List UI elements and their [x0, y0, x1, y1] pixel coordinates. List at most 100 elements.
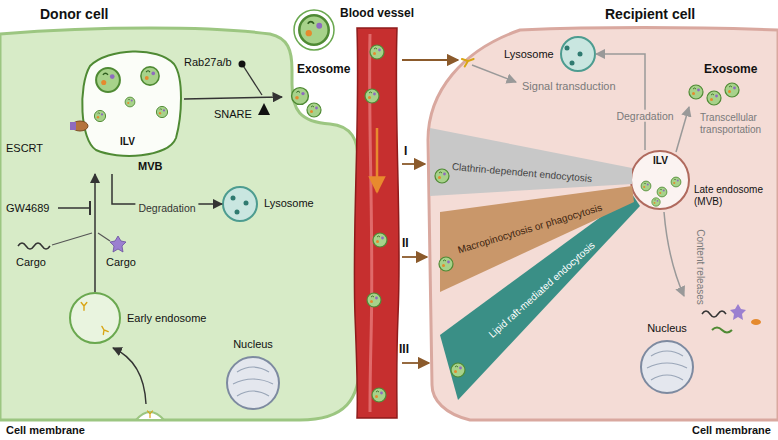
nucleus-circle-outline — [227, 357, 279, 409]
blood-vessel-outline — [354, 28, 399, 418]
endosome-receptors — [81, 303, 108, 335]
node-label: Donor cell — [40, 6, 108, 23]
gw4689-inhibition — [89, 201, 91, 215]
cargo-symbol — [110, 236, 126, 252]
text-holder: ILV — [120, 136, 135, 148]
late-endosome-ilv — [671, 177, 681, 187]
text-holder: SNARE — [214, 108, 252, 121]
content-release — [712, 328, 732, 333]
annotation-label: ESCRT — [6, 142, 43, 155]
edge-label: Degradation — [613, 109, 676, 122]
endocytic-pit — [113, 348, 146, 404]
text-holder: III — [399, 342, 409, 356]
internalized-exosomes — [435, 169, 465, 377]
rab27-inhibitor — [239, 61, 263, 96]
text-holder: Exosome — [297, 62, 350, 76]
node-label: ILV — [653, 155, 668, 167]
node-label: Lysosome — [504, 48, 554, 61]
content-release — [730, 304, 746, 320]
late-endosome-ilv — [641, 181, 651, 191]
uptake-bands — [430, 128, 632, 196]
text-holder: Donor cell — [40, 6, 108, 23]
secretion-arrow — [184, 97, 282, 99]
text-holder: GW4689 — [6, 202, 49, 215]
text-holder: Signal transduction — [522, 80, 616, 93]
cargo-symbol — [18, 243, 50, 249]
transcellular-arrow — [676, 107, 689, 152]
gw4689-inhibition — [58, 207, 90, 209]
text-holder: Early endosome — [127, 312, 207, 325]
text-holder: Lysosome — [504, 48, 554, 61]
ilv-vesicles — [156, 106, 167, 117]
transcellular-arrow — [707, 91, 721, 105]
endocytic-pit — [136, 412, 164, 420]
text-holder: Transcellular transportation — [700, 112, 770, 136]
endosome-circle-shape — [69, 292, 121, 344]
budding-exosome — [307, 103, 321, 117]
lysosome-circle: Lysosome — [222, 186, 258, 222]
annotation-label: III — [399, 342, 409, 356]
node-label: Nucleus — [226, 338, 280, 351]
endocytic-pit — [113, 348, 164, 420]
escrt-complex — [70, 121, 88, 131]
annotation-label: GW4689 — [6, 202, 49, 215]
vessel-exosomes — [367, 293, 381, 307]
internalized-exosomes — [439, 257, 453, 271]
text-holder: Recipient cell — [605, 6, 695, 23]
vessel-exosomes — [376, 128, 379, 192]
node-label: Early endosome — [127, 312, 207, 325]
vessel-exosomes — [365, 89, 379, 103]
nucleus-circle: Nucleus — [226, 338, 280, 410]
text-holder: Nucleus — [640, 322, 694, 335]
annotation-label: Content releases — [694, 229, 706, 305]
text-holder: Cell membrane — [6, 424, 85, 437]
exosome-zoom — [294, 10, 334, 50]
connector-arrow — [596, 54, 645, 150]
signal-arrow — [472, 65, 516, 82]
gw4689-inhibition — [58, 201, 90, 215]
lysosome-granules — [244, 201, 249, 206]
text-holder: Exosome — [704, 62, 757, 76]
connector-arrow — [94, 174, 96, 292]
budding-exosome — [292, 88, 321, 117]
snare-symbol — [258, 103, 270, 115]
late-endosome-ilv — [652, 198, 660, 206]
late-endosome-ilv — [657, 187, 667, 197]
lysosome-circle-outline — [223, 187, 257, 221]
vessel-exosomes — [373, 233, 387, 247]
cargo-symbol — [52, 233, 92, 245]
lysosome-granules — [231, 196, 236, 201]
budding-exosome — [292, 88, 309, 105]
annotation-label: Cell membrane — [692, 424, 771, 437]
text-holder: II — [402, 236, 409, 250]
node-label: MVB — [138, 160, 162, 173]
uptake-arrows — [402, 59, 458, 61]
annotation-label: Clathrin-dependent endocytosis — [451, 161, 592, 185]
escrt-complex — [70, 122, 76, 130]
exosome-zoom — [299, 15, 328, 44]
lysosome-granules — [570, 61, 575, 66]
annotation-label: Lipid raft-mediated endocytosis — [486, 239, 597, 340]
node-label: Recipient cell — [605, 6, 695, 23]
annotation-label: Cell membrane — [6, 424, 85, 437]
ilv-vesicles — [94, 67, 167, 122]
ilv-vesicles — [94, 110, 105, 121]
text-holder: Lysosome — [264, 197, 314, 210]
ilv-vesicles — [141, 67, 159, 85]
annotation-label: Exosome — [297, 62, 350, 76]
content-release — [751, 319, 761, 325]
lysosome-circle-outline — [561, 37, 595, 71]
internalized-exosomes — [435, 169, 449, 183]
annotation-label: I — [404, 144, 407, 158]
chromatin-texture — [233, 367, 273, 396]
uptake-bands — [440, 186, 634, 292]
text-holder: Blood vessel — [330, 6, 424, 20]
vessel-exosomes — [370, 45, 384, 59]
text-holder: ESCRT — [6, 142, 43, 155]
node-label: Late endosome (MVB) — [694, 184, 770, 208]
chromatin-texture — [647, 351, 687, 380]
